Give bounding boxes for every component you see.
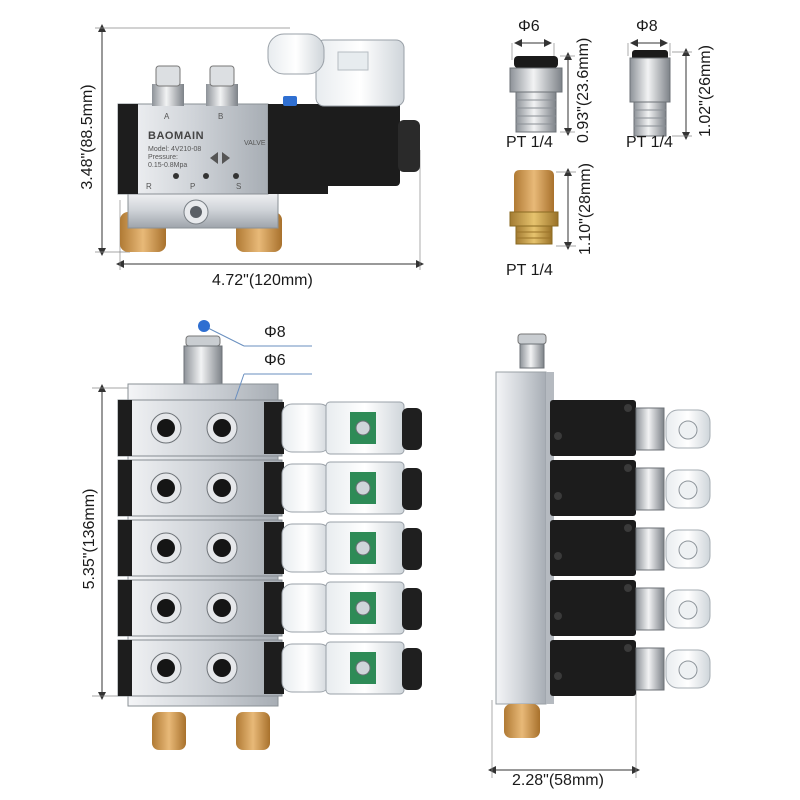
port-b-icon (213, 479, 231, 497)
port-a-label: A (164, 112, 170, 121)
manifold-port-8-label: Φ8 (264, 324, 286, 341)
manifold-valve (117, 459, 422, 517)
side-valve (550, 640, 711, 696)
side-valve (550, 400, 711, 456)
valve-pressure-title: Pressure: (148, 154, 178, 161)
port-r-label: R (146, 182, 152, 191)
port-b-label: B (218, 112, 224, 121)
valve-tag: VALVE (244, 140, 266, 147)
muffler-height-label: 1.10"(28mm) (577, 163, 594, 255)
side-valve (550, 580, 711, 636)
manifold-height-label: 5.35"(136mm) (81, 488, 98, 590)
valve-height-label: 3.48"(88.5mm) (79, 84, 96, 190)
manifold-valve-stack (117, 399, 422, 697)
fitting-6-thread-label: PT 1/4 (506, 134, 553, 151)
port-a-icon (157, 539, 175, 557)
valve-brand: BAOMAIN (148, 130, 205, 142)
single-valve (95, 24, 424, 270)
port-a-icon (157, 479, 175, 497)
manifold-port-6-label: Φ6 (264, 352, 286, 369)
fitting-6-height-label: 0.93"(23.6mm) (575, 37, 592, 143)
valve-width-label: 4.72"(120mm) (212, 272, 313, 289)
valve-model: Model: 4V210-08 (148, 146, 202, 153)
fitting-8-diameter-label: Φ8 (636, 18, 658, 35)
fitting-8-thread-label: PT 1/4 (626, 134, 673, 151)
port-b-icon (213, 419, 231, 437)
port-a-icon (157, 419, 175, 437)
port-s-label: S (236, 182, 242, 191)
port-pointer-8 (198, 320, 210, 332)
fitting-6-diameter-label: Φ6 (518, 18, 540, 35)
manifold-side-valve-stack (550, 400, 711, 696)
port-b-icon (213, 539, 231, 557)
manifold-valve (117, 519, 422, 577)
port-a-icon (157, 599, 175, 617)
manifold-valve (117, 399, 422, 457)
valve-pressure-range: 0.15-0.8Mpa (148, 162, 188, 169)
fitting-8-height-label: 1.02"(26mm) (697, 45, 714, 137)
manifold-width-label: 2.28"(58mm) (512, 772, 604, 789)
fitting-6mm (509, 39, 575, 136)
port-p-label: P (190, 182, 196, 191)
side-valve (550, 520, 711, 576)
muffler-part (509, 168, 576, 250)
muffler-thread-label: PT 1/4 (506, 262, 553, 279)
fitting-8mm (627, 39, 692, 140)
manifold-valve (117, 639, 422, 697)
port-b-icon (213, 599, 231, 617)
side-valve (550, 460, 711, 516)
port-a-icon (157, 659, 175, 677)
manifold-valve (117, 579, 422, 637)
port-b-icon (213, 659, 231, 677)
